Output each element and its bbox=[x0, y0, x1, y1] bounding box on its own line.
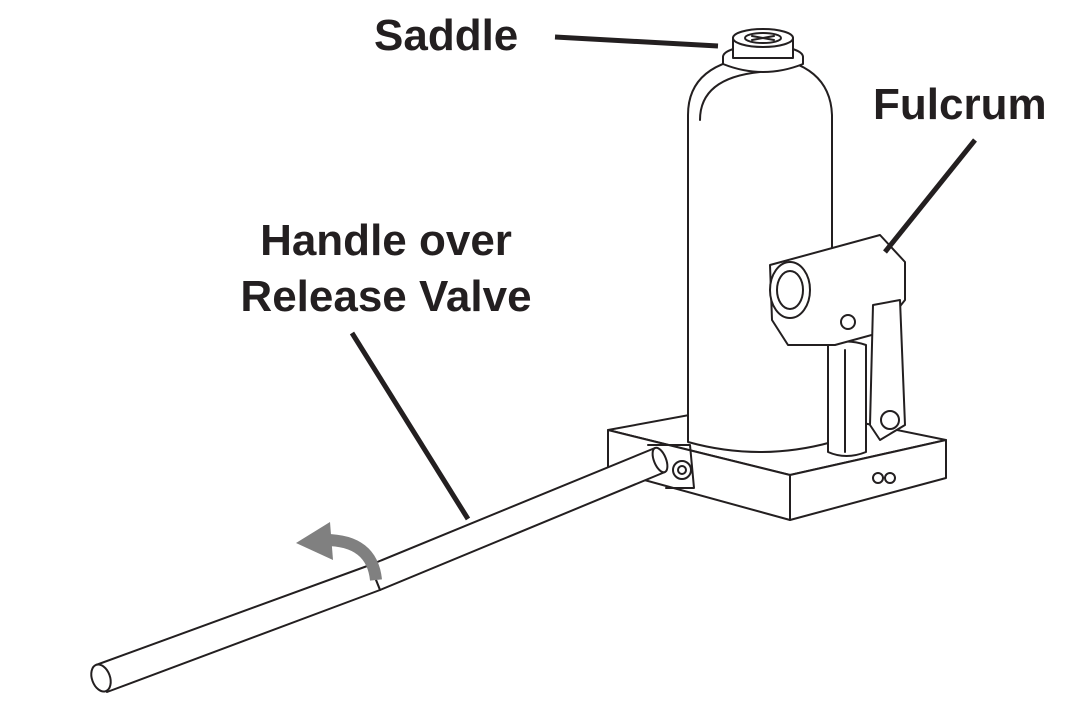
handle-tube bbox=[90, 444, 695, 693]
cylinder-body bbox=[687, 55, 833, 453]
fulcrum-label: Fulcrum bbox=[873, 80, 1047, 129]
saddle-label: Saddle bbox=[374, 11, 519, 60]
fulcrum bbox=[769, 234, 906, 441]
saddle bbox=[722, 28, 804, 73]
fulcrum-leader-line bbox=[883, 138, 977, 254]
curved-arrow-counterclockwise-icon bbox=[296, 522, 382, 581]
handle-leader-line bbox=[349, 331, 471, 521]
saddle-leader-line bbox=[554, 34, 719, 49]
handle-label-line-2: Release Valve bbox=[240, 272, 532, 321]
handle-label-line-1: Handle over bbox=[260, 216, 512, 265]
handle-release-valve-label: Handle over Release Valve bbox=[200, 213, 572, 325]
pump-cylinder bbox=[827, 340, 867, 457]
